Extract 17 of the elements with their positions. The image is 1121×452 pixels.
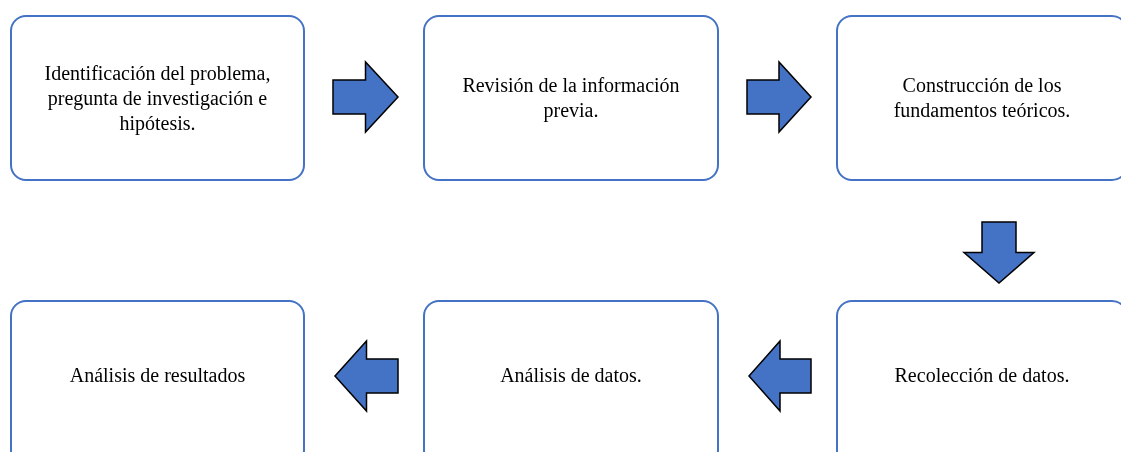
block-arrow bbox=[332, 60, 400, 134]
box-text: Identificación del problema, pregunta de investigación e hipótesis. bbox=[43, 60, 272, 136]
block-arrow bbox=[746, 60, 812, 134]
process-box bbox=[423, 300, 719, 452]
process-box bbox=[10, 300, 305, 452]
process-box bbox=[10, 15, 305, 181]
box-text: Análisis de resultados bbox=[69, 362, 246, 388]
process-box bbox=[836, 300, 1121, 452]
block-arrow bbox=[748, 339, 812, 413]
box-text: Construcción de los fundamentos teóricos. bbox=[892, 73, 1072, 123]
block-arrow bbox=[334, 339, 399, 413]
process-box bbox=[423, 15, 719, 181]
box-text: Análisis de datos. bbox=[500, 362, 642, 388]
process-box bbox=[836, 15, 1121, 181]
box-text: Revisión de la información previa. bbox=[461, 73, 681, 123]
box-text: Recolección de datos. bbox=[894, 362, 1070, 388]
block-arrow bbox=[962, 221, 1036, 284]
